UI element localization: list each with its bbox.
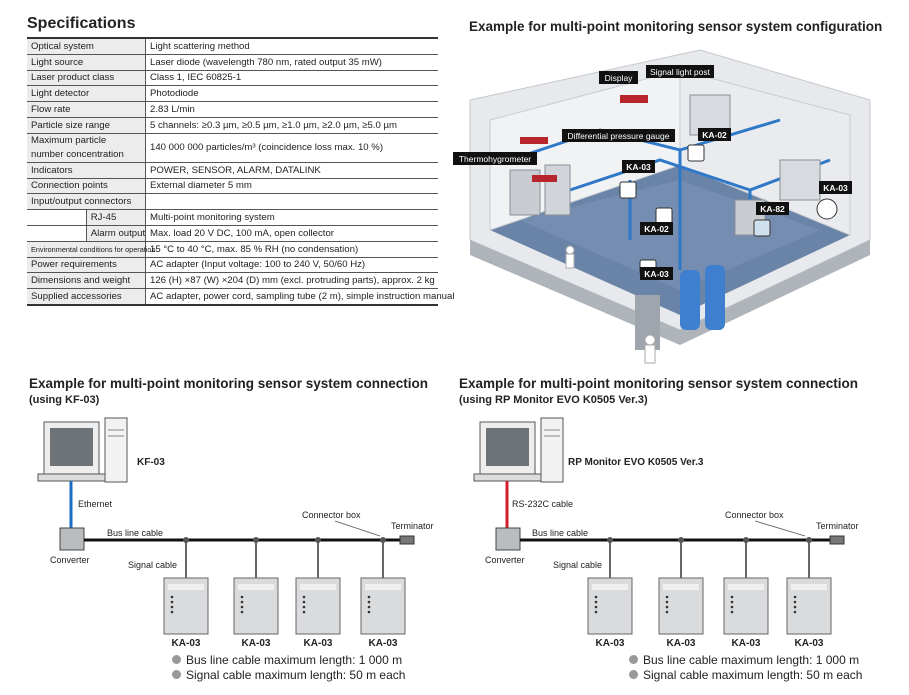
link-label: RS-232C cable <box>512 499 573 509</box>
label-diff-pressure: Differential pressure gauge <box>568 131 670 141</box>
conn-right-title: Example for multi-point monitoring senso… <box>459 376 859 391</box>
connector-box-icon <box>315 537 321 543</box>
sensor-label: KA-03 <box>667 638 696 649</box>
connector-box-icon <box>678 537 684 543</box>
bus-label: Bus line cable <box>107 528 163 538</box>
connection-diagram-kf03: KF-03 Ethernet Converter Bus line cable … <box>37 417 434 649</box>
label-ka02a: KA-02 <box>702 130 727 140</box>
connection-diagram-rp: RP Monitor EVO K0505 Ver.3 RS-232C cable… <box>473 417 859 649</box>
sensor-label: KA-03 <box>172 638 201 649</box>
sensor-label: KA-03 <box>596 638 625 649</box>
host-label: KF-03 <box>137 457 165 468</box>
sensors-left: KA-03 KA-03 KA-03 KA-03 <box>163 537 406 649</box>
label-box-ka02b <box>640 222 673 235</box>
specifications-title: Specifications <box>27 15 136 32</box>
link-label: Ethernet <box>78 499 113 509</box>
conn-right-subtitle: (using RP Monitor EVO K0505 Ver.3) <box>459 394 648 406</box>
connector-box-icon <box>607 537 613 543</box>
terminator-icon <box>829 535 845 545</box>
sensors-right: KA-03 KA-03 KA-03 KA-03 <box>587 537 832 649</box>
sensor-label: KA-03 <box>732 638 761 649</box>
label-box-display <box>599 71 638 84</box>
label-display: Display <box>605 73 634 83</box>
sensor-label: KA-03 <box>795 638 824 649</box>
pc-tower-icon <box>104 417 128 483</box>
config-title: Example for multi-point monitoring senso… <box>469 19 883 34</box>
bullet-icon <box>629 655 638 665</box>
box-label: Connector box <box>725 510 784 520</box>
converter-icon <box>495 527 521 551</box>
host-label: RP Monitor EVO K0505 Ver.3 <box>568 457 704 468</box>
signal-label: Signal cable <box>128 560 177 570</box>
connector-box-icon <box>183 537 189 543</box>
note-bus-left: Bus line cable maximum length: 1 000 m <box>172 653 402 667</box>
label-signal-light: Signal light post <box>650 67 711 77</box>
sensor-label: KA-03 <box>242 638 271 649</box>
label-box-ka03b <box>819 181 852 194</box>
label-box-ka02a <box>698 128 731 141</box>
label-thermo: Thermohygrometer <box>459 154 531 164</box>
conn-left-title: Example for multi-point monitoring senso… <box>29 376 429 391</box>
label-box-diff-pressure <box>562 129 675 142</box>
term-label: Terminator <box>816 521 859 531</box>
bullet-icon <box>172 655 181 665</box>
label-box-ka03c <box>640 267 673 280</box>
connector-box-icon <box>380 537 386 543</box>
note-signal-right: Signal cable maximum length: 50 m each <box>629 668 862 682</box>
label-box-thermo <box>453 152 537 165</box>
connector-box-icon <box>253 537 259 543</box>
box-label: Connector box <box>302 510 361 520</box>
connector-box-icon <box>743 537 749 543</box>
label-ka03b: KA-03 <box>823 183 848 193</box>
cleanroom-illustration: Display Signal light post Differential p… <box>453 49 871 364</box>
converter-label: Converter <box>485 555 525 565</box>
note-bus-right: Bus line cable maximum length: 1 000 m <box>629 653 859 667</box>
bus-label: Bus line cable <box>532 528 588 538</box>
sensor-label: KA-03 <box>369 638 398 649</box>
label-box-ka82 <box>756 202 789 215</box>
conn-left-subtitle: (using KF-03) <box>29 394 100 406</box>
term-label: Terminator <box>391 521 434 531</box>
converter-label: Converter <box>50 555 90 565</box>
table-row: Input/output connectors <box>27 193 438 211</box>
bullet-icon <box>629 670 638 680</box>
label-ka03c: KA-03 <box>644 269 669 279</box>
connector-box-icon <box>806 537 812 543</box>
label-ka82: KA-82 <box>760 204 785 214</box>
sensor-label: KA-03 <box>304 638 333 649</box>
label-ka02b: KA-02 <box>644 224 669 234</box>
terminator-icon <box>399 535 415 545</box>
pc-tower-icon <box>540 417 564 483</box>
bullet-icon <box>172 670 181 680</box>
label-box-ka03a <box>622 160 655 173</box>
converter-icon <box>59 527 85 551</box>
label-ka03a: KA-03 <box>626 162 651 172</box>
label-box-signal-light <box>646 65 714 78</box>
note-signal-left: Signal cable maximum length: 50 m each <box>172 668 405 682</box>
signal-label: Signal cable <box>553 560 602 570</box>
